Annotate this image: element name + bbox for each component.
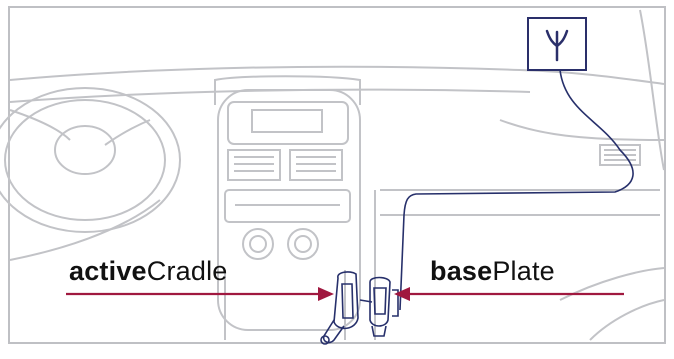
center-console (214, 75, 361, 340)
antenna-cable (399, 69, 634, 311)
active-cradle-label-bold: active (69, 256, 147, 286)
steering-wheel (0, 87, 181, 233)
active-cradle-label: activeCradle (69, 256, 228, 287)
base-plate-label: basePlate (430, 256, 555, 287)
base-plate-device (369, 276, 399, 337)
passenger-dash (374, 119, 665, 341)
base-plate-arrow (394, 287, 624, 301)
diagram-frame (8, 6, 666, 344)
active-cradle-arrow (66, 287, 334, 301)
antenna-box (527, 17, 587, 71)
base-plate-label-regular: Plate (492, 256, 555, 286)
active-cradle-label-regular: Cradle (146, 256, 228, 286)
antenna-icon (545, 29, 569, 62)
base-plate-label-bold: base (430, 256, 493, 286)
active-cradle-device (320, 271, 373, 345)
